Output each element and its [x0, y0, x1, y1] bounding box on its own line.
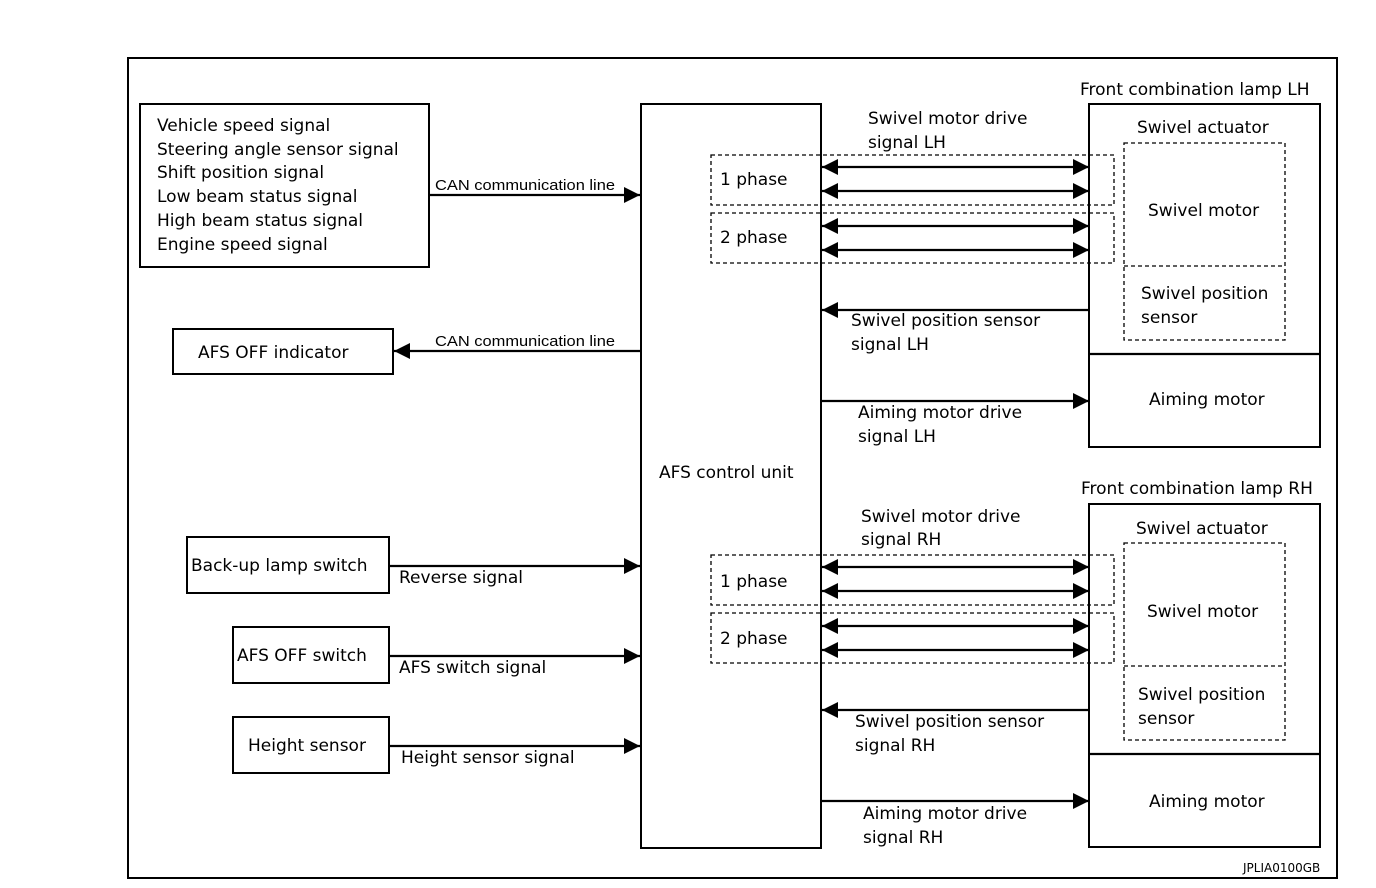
backup-lamp-switch-box: Back-up lamp switch	[186, 536, 390, 594]
input-signals-box: Vehicle speed signal Steering angle sens…	[139, 103, 430, 268]
input-signal-line: Vehicle speed signal	[157, 116, 330, 136]
height-sensor-signal-label: Height sensor signal	[401, 748, 575, 768]
height-sensor-label: Height sensor	[248, 736, 366, 756]
swivel-drive-signal-rh-label: signal RH	[861, 530, 941, 550]
afs-off-switch-label: AFS OFF switch	[237, 646, 367, 666]
afs-off-switch-box: AFS OFF switch	[232, 626, 390, 684]
input-signal-line: Steering angle sensor signal	[157, 140, 399, 160]
aiming-drive-signal-lh-label: signal LH	[858, 427, 936, 447]
afs-control-unit-box: AFS control unit	[640, 103, 822, 849]
input-signal-line: Shift position signal	[157, 163, 324, 183]
can-line-label-in: CAN communication line	[435, 177, 615, 194]
backup-lamp-switch-label: Back-up lamp switch	[191, 556, 368, 576]
swivel-position-sensor-lh-label: sensor	[1141, 308, 1197, 328]
phase1-lh-box	[710, 154, 1115, 206]
afs-off-indicator-box: AFS OFF indicator	[172, 328, 394, 375]
swivel-position-sensor-rh-label: sensor	[1138, 709, 1194, 729]
phase1-rh-box	[710, 554, 1115, 606]
lamp-rh-box	[1088, 503, 1321, 848]
swivel-drive-signal-lh-label: signal LH	[868, 133, 946, 153]
height-sensor-box: Height sensor	[232, 716, 390, 774]
aiming-motor-rh-label: Aiming motor	[1149, 792, 1265, 812]
figure-code: JPLIA0100GB	[1242, 861, 1320, 875]
swivel-actuator-lh-box	[1123, 142, 1286, 341]
input-signal-line: Low beam status signal	[157, 187, 357, 207]
swivel-position-signal-lh-label: signal LH	[851, 335, 929, 355]
swivel-drive-signal-lh-label: Swivel motor drive	[868, 109, 1028, 129]
reverse-signal-label: Reverse signal	[399, 568, 523, 588]
diagram-frame	[127, 57, 1338, 879]
lamp-lh-title: Front combination lamp LH	[1080, 80, 1310, 100]
afs-off-indicator-label: AFS OFF indicator	[198, 343, 348, 363]
input-signal-line: Engine speed signal	[157, 235, 328, 255]
swivel-drive-signal-lh: Swivel motor drive signal LH 1 phase 2 p…	[710, 109, 1115, 264]
phase2-lh-box	[710, 212, 1115, 264]
lamp-lh-box	[1088, 103, 1321, 448]
swivel-actuator-rh-label: Swivel actuator	[1136, 519, 1268, 539]
swivel-actuator-rh-box	[1123, 542, 1286, 741]
aiming-drive-signal-rh-label: signal RH	[863, 828, 943, 848]
front-combination-lamp-rh: Front combination lamp RH Swivel actuato…	[1081, 479, 1321, 848]
swivel-position-sensor-rh-label: Swivel position	[1138, 685, 1265, 705]
swivel-position-sensor-lh-label: Swivel position	[1141, 284, 1268, 304]
swivel-position-signal-lh-label: Swivel position sensor	[851, 311, 1040, 331]
swivel-motor-rh-label: Swivel motor	[1147, 602, 1258, 622]
swivel-actuator-lh-label: Swivel actuator	[1137, 118, 1269, 138]
swivel-drive-signal-rh-label: Swivel motor drive	[861, 507, 1021, 527]
swivel-position-signal-rh-label: signal RH	[855, 736, 935, 756]
swivel-drive-signal-rh: Swivel motor drive signal RH 1 phase 2 p…	[710, 507, 1115, 664]
phase2-lh-label: 2 phase	[720, 228, 788, 248]
afs-switch-signal-label: AFS switch signal	[399, 658, 546, 678]
lamp-rh-title: Front combination lamp RH	[1081, 479, 1313, 499]
can-line-label-out: CAN communication line	[435, 333, 615, 350]
aiming-drive-signal-lh-label: Aiming motor drive	[858, 403, 1022, 423]
phase1-rh-label: 1 phase	[720, 572, 788, 592]
afs-control-unit-label: AFS control unit	[659, 463, 794, 483]
phase1-lh-label: 1 phase	[720, 170, 788, 190]
front-combination-lamp-lh: Front combination lamp LH Swivel actuato…	[1080, 80, 1321, 448]
swivel-motor-lh-label: Swivel motor	[1148, 201, 1259, 221]
swivel-position-signal-rh-label: Swivel position sensor	[855, 712, 1044, 732]
input-signal-line: High beam status signal	[157, 211, 363, 231]
phase2-rh-box	[710, 612, 1115, 664]
aiming-drive-signal-rh-label: Aiming motor drive	[863, 804, 1027, 824]
phase2-rh-label: 2 phase	[720, 629, 788, 649]
aiming-motor-lh-label: Aiming motor	[1149, 390, 1265, 410]
